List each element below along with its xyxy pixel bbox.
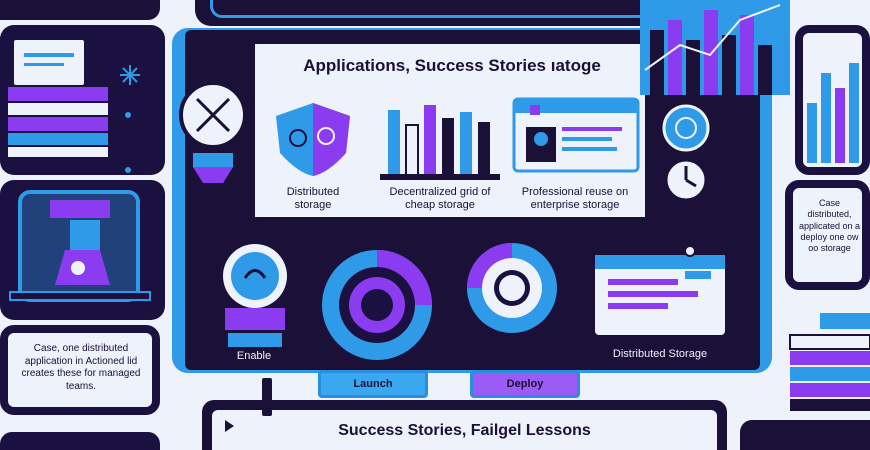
mini-bar-chart-icon: [807, 63, 859, 163]
left-connector-bar: [262, 378, 272, 416]
launch-button[interactable]: Launch: [318, 370, 428, 398]
clock-gauge-icon: [179, 81, 247, 183]
top-header-accent: [210, 0, 650, 18]
left-note-text: Case, one distributed application in Act…: [21, 343, 141, 392]
server-vessel-icon: [9, 190, 151, 302]
books-stack-icon: [8, 40, 140, 173]
donut-chart-icon: [322, 250, 432, 360]
card-professional-label: Professional reuse on enterprise storage: [521, 186, 629, 211]
deploy-button[interactable]: Deploy: [470, 370, 580, 398]
globe-clock-icon: [662, 104, 710, 202]
lightbulb-icon: [223, 244, 287, 347]
right-chart-card: [795, 25, 870, 175]
footer-title: Success Stories, Failgel Lessons: [338, 422, 591, 439]
shield-icon: [276, 103, 350, 176]
left-rail-top: [0, 0, 160, 20]
top-header-strip: [195, 0, 665, 26]
right-rail-bottom: [740, 420, 870, 450]
card-decentralized-label: Decentralized grid of cheap storage: [389, 186, 491, 211]
page-title: Applications, Success Stories ıatoge: [303, 56, 601, 75]
enable-caption: Enable: [236, 350, 272, 362]
play-icon[interactable]: [225, 420, 234, 432]
profile-card-icon: [512, 97, 640, 173]
bar-pillars-icon: [380, 105, 500, 180]
right-note-text: Case distributed, applicated on a deploy…: [798, 198, 861, 253]
stacked-disks-icon: [789, 313, 870, 411]
footer-inner: [212, 410, 717, 450]
distributed-storage-caption: Distributed Storage: [612, 348, 708, 360]
skyline-chart-icon: [644, 4, 781, 95]
left-server-card: [0, 180, 165, 320]
ring-chart-icon: [467, 243, 557, 333]
left-books-card: [0, 25, 165, 175]
card-distributed-label: Distributed storage: [286, 186, 340, 211]
left-note-card: Case, one distributed application in Act…: [0, 325, 160, 415]
browser-window-icon: [595, 245, 725, 335]
left-rail-bottom: [0, 432, 160, 450]
title-strip: [255, 44, 645, 92]
right-note-card: Case distributed, applicated on a deploy…: [785, 180, 870, 290]
